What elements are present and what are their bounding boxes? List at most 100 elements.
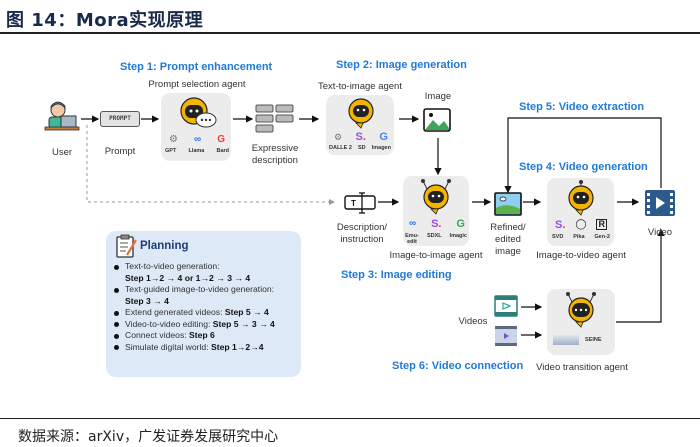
text-to-image-agent-card: ⚙ S. G DALLE 2 SD Imagen <box>326 95 394 155</box>
model-label: Bard <box>216 148 229 154</box>
dashed-user-description <box>86 125 335 205</box>
image-to-image-agent-card: ∞ S. G Emu-edit SDXL Imagic <box>403 176 469 246</box>
refined-label-line3: image <box>495 246 521 257</box>
step2-label: Step 2: Image generation <box>336 59 467 71</box>
robot-chat-icon <box>566 292 596 328</box>
image-to-image-agent-title: Image-to-image agent <box>389 250 483 261</box>
video-clip-icon <box>494 295 518 317</box>
text-cursor-icon: T <box>344 192 376 214</box>
meta-icon: ∞ <box>194 134 202 145</box>
image-icon <box>423 108 451 132</box>
video-icon <box>645 190 675 216</box>
model-label: Imagic <box>449 233 467 239</box>
planning-item: Extend generated videos: Step 5 → 4 <box>112 307 275 319</box>
figure-title: 图 14：Mora实现原理 <box>6 10 204 31</box>
arrow-video-extraction <box>504 117 662 194</box>
planning-item-steps: Step 5 → 4 <box>224 307 269 317</box>
image-to-video-agent-title: Image-to-video agent <box>536 250 626 261</box>
robot-icon <box>568 180 594 216</box>
description-label-line1: Description/ <box>336 222 388 233</box>
model-label: SVD <box>552 234 564 240</box>
footer-divider <box>0 418 700 419</box>
step6-label: Step 6: Video connection <box>392 360 524 372</box>
model-label: SEINE <box>585 337 602 343</box>
expressive-label-line1: Expressive <box>251 143 299 154</box>
google-icon: G <box>379 131 388 143</box>
planning-item: Text-to-video generation:Step 1→2 → 4 or… <box>112 261 275 284</box>
video-clip-icon <box>495 326 517 346</box>
robot-chat-icon <box>180 97 217 128</box>
prompt-label: Prompt <box>104 146 136 157</box>
video-transition-agent-title: Video transition agent <box>536 362 628 373</box>
planning-item-steps: Step 1→2→4 <box>210 341 264 352</box>
robot-antenna-icon <box>421 179 451 215</box>
planning-title: Planning <box>140 240 189 252</box>
image-to-image-models: Emu-edit SDXL Imagic <box>405 233 467 245</box>
text-to-image-agent-title: Text-to-image agent <box>318 81 402 92</box>
planning-item: Video-to-video editing: Step 5 → 3 → 4 <box>112 319 275 331</box>
model-label: GPT <box>165 148 177 154</box>
meta-icon: ∞ <box>409 218 417 229</box>
planning-list: Text-to-video generation:Step 1→2 → 4 or… <box>112 261 275 353</box>
prompt-selection-logos: ⚙ ∞ G <box>169 134 225 145</box>
model-label: Gen-2 <box>594 234 610 240</box>
refined-label-line2: edited <box>495 234 521 245</box>
video-label: Video <box>647 227 673 238</box>
model-label: Emu-edit <box>405 233 419 245</box>
model-label: Pika <box>573 234 585 240</box>
model-label: SD <box>358 145 366 151</box>
pika-icon: ◯ <box>575 219 587 230</box>
model-label: Imagen <box>371 145 391 151</box>
planning-panel: Planning Text-to-video generation:Step 1… <box>106 231 301 377</box>
expressive-label-line2: description <box>252 155 298 166</box>
user-label: User <box>51 147 73 158</box>
refined-label-line1: Refined/ <box>490 222 526 233</box>
video-transition-agent-card: SEINE <box>547 289 615 355</box>
step4-label: Step 4: Video generation <box>519 161 648 173</box>
prompt-selection-agent-title: Prompt selection agent <box>148 79 246 90</box>
model-label: DALLE 2 <box>329 145 352 151</box>
server-stack-icon <box>255 104 294 133</box>
step3-label: Step 3: Image editing <box>341 269 452 281</box>
openai-icon: ⚙ <box>169 134 178 145</box>
text-to-image-logos: ⚙ S. G <box>334 131 388 143</box>
stability-icon: S. <box>431 218 442 230</box>
arrow-transition-video <box>616 228 665 323</box>
planning-item: Simulate digital world: Step 1→2→4 <box>112 342 275 354</box>
prompt-selection-models: GPT Llama Bard <box>165 148 229 154</box>
robot-icon <box>348 98 374 129</box>
planning-item-text: Connect videos: <box>125 330 190 340</box>
image-to-video-models: SVD Pika Gen-2 <box>552 234 610 240</box>
planning-item-text: Text-to-video generation: <box>125 261 220 271</box>
clipboard-checklist-icon <box>116 234 137 258</box>
google-icon: G <box>456 218 465 230</box>
image-to-video-agent-card: S. ◯ R SVD Pika Gen-2 <box>547 178 614 246</box>
planning-item-text: Text-guided image-to-video generation: <box>125 284 275 294</box>
planning-item-text: Video-to-video editing: <box>125 318 213 329</box>
planning-item: Text-guided image-to-video generation:St… <box>112 284 275 307</box>
image-label: Image <box>424 91 452 102</box>
planning-item-text: Extend generated videos: <box>125 307 225 317</box>
stability-icon: S. <box>355 131 366 143</box>
step1-label: Step 1: Prompt enhancement <box>120 61 273 73</box>
user-icon <box>44 101 80 131</box>
model-label: Llama <box>188 148 205 154</box>
prompt-icon: PROMPT <box>100 111 140 127</box>
google-icon: G <box>217 134 225 145</box>
openai-icon: ⚙ <box>334 132 343 142</box>
expressive-description-node: Expressive description <box>252 104 301 167</box>
description-label-line2: instruction <box>340 234 384 245</box>
planning-item-text: Simulate digital world: <box>125 341 211 352</box>
image-to-image-logos: ∞ S. G <box>409 218 465 230</box>
text-to-image-models: DALLE 2 SD Imagen <box>329 145 391 151</box>
planning-item-steps: Step 3 → 4 <box>125 295 169 306</box>
planning-item: Connect videos: Step 6 <box>112 330 275 342</box>
runway-icon: R <box>596 219 607 230</box>
refined-image-icon <box>494 192 522 216</box>
user-node: User <box>44 100 80 159</box>
stability-icon: S. <box>555 219 566 231</box>
planning-item-steps: Step 6 <box>189 330 215 340</box>
prompt-node: PROMPT Prompt <box>100 111 140 158</box>
planning-item-steps: Step 1→2 → 4 or 1→2 → 3 → 4 <box>125 272 251 283</box>
